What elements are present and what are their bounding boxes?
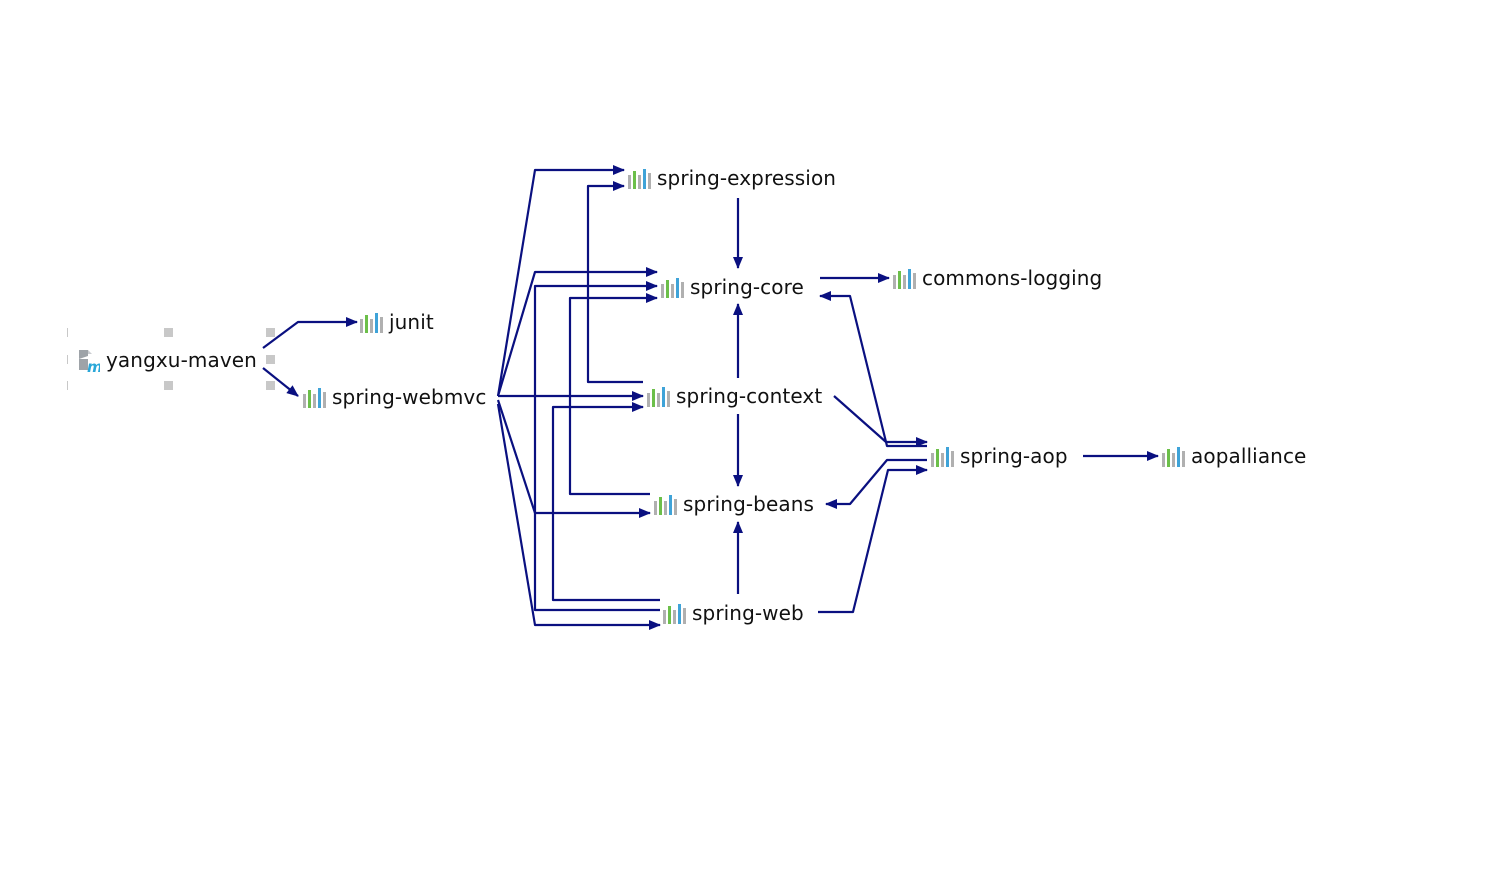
library-icon xyxy=(663,602,686,624)
node-spring-context[interactable]: spring-context xyxy=(647,382,822,410)
edge-spring-beans-to-spring-core[interactable] xyxy=(568,293,658,496)
node-label: commons-logging xyxy=(922,266,1103,290)
selection-handle[interactable] xyxy=(266,381,275,390)
node-label: spring-web xyxy=(692,601,804,625)
library-icon xyxy=(893,267,916,289)
edge-spring-web-to-spring-context[interactable] xyxy=(551,402,660,602)
node-label: spring-context xyxy=(676,384,823,408)
node-label: junit xyxy=(389,310,434,334)
library-icon xyxy=(647,385,670,407)
selection-handle[interactable] xyxy=(266,355,275,364)
edge-spring-webmvc-to-spring-core[interactable] xyxy=(496,267,658,397)
library-icon xyxy=(1162,445,1185,467)
library-icon xyxy=(303,386,326,408)
node-spring-expression[interactable]: spring-expression xyxy=(628,164,836,192)
library-icon xyxy=(360,311,383,333)
node-spring-web[interactable]: spring-web xyxy=(663,599,804,627)
node-spring-aop[interactable]: spring-aop xyxy=(931,442,1068,470)
node-label: aopalliance xyxy=(1191,444,1307,468)
edge-spring-aop-to-spring-core[interactable] xyxy=(819,291,927,448)
edge-spring-web-to-spring-core[interactable] xyxy=(533,281,660,612)
selection-handle[interactable] xyxy=(266,328,275,337)
node-label: spring-expression xyxy=(657,166,837,190)
dependency-edges xyxy=(262,165,1159,630)
node-label: yangxu-maven xyxy=(106,348,257,372)
node-junit[interactable]: junit xyxy=(360,308,434,336)
library-icon xyxy=(628,167,651,189)
selection-dash xyxy=(67,381,68,390)
library-icon xyxy=(654,493,677,515)
selection-dash xyxy=(67,355,68,364)
node-label: spring-beans xyxy=(683,492,815,516)
node-label: spring-aop xyxy=(960,444,1068,468)
edge-spring-aop-to-spring-beans[interactable] xyxy=(825,458,927,509)
selection-handle[interactable] xyxy=(164,381,173,390)
edge-spring-webmvc-to-spring-web[interactable] xyxy=(496,403,661,630)
edge-yangxu-maven-to-spring-webmvc[interactable] xyxy=(262,367,299,397)
edge-spring-web-to-spring-aop[interactable] xyxy=(818,465,928,614)
node-spring-beans[interactable]: spring-beans xyxy=(654,490,814,518)
node-spring-webmvc[interactable]: spring-webmvc xyxy=(303,383,486,411)
node-label: spring-webmvc xyxy=(332,385,487,409)
edge-spring-webmvc-to-spring-expression[interactable] xyxy=(496,165,625,397)
node-yangxu-maven[interactable]: m yangxu-maven xyxy=(78,346,257,376)
node-label: spring-core xyxy=(690,275,804,299)
edge-yangxu-maven-to-junit[interactable] xyxy=(262,317,358,349)
node-aopalliance[interactable]: aopalliance xyxy=(1162,442,1306,470)
selection-handle[interactable] xyxy=(164,328,173,337)
maven-module-icon: m xyxy=(78,347,103,376)
node-spring-core[interactable]: spring-core xyxy=(661,273,804,301)
library-icon xyxy=(931,445,954,467)
edge-spring-webmvc-to-spring-beans[interactable] xyxy=(496,399,651,518)
module-letter: m xyxy=(87,358,100,373)
selection-dash xyxy=(67,328,68,337)
node-commons-logging[interactable]: commons-logging xyxy=(893,264,1102,292)
edge-spring-context-to-spring-expression[interactable] xyxy=(586,181,643,384)
library-icon xyxy=(661,276,684,298)
